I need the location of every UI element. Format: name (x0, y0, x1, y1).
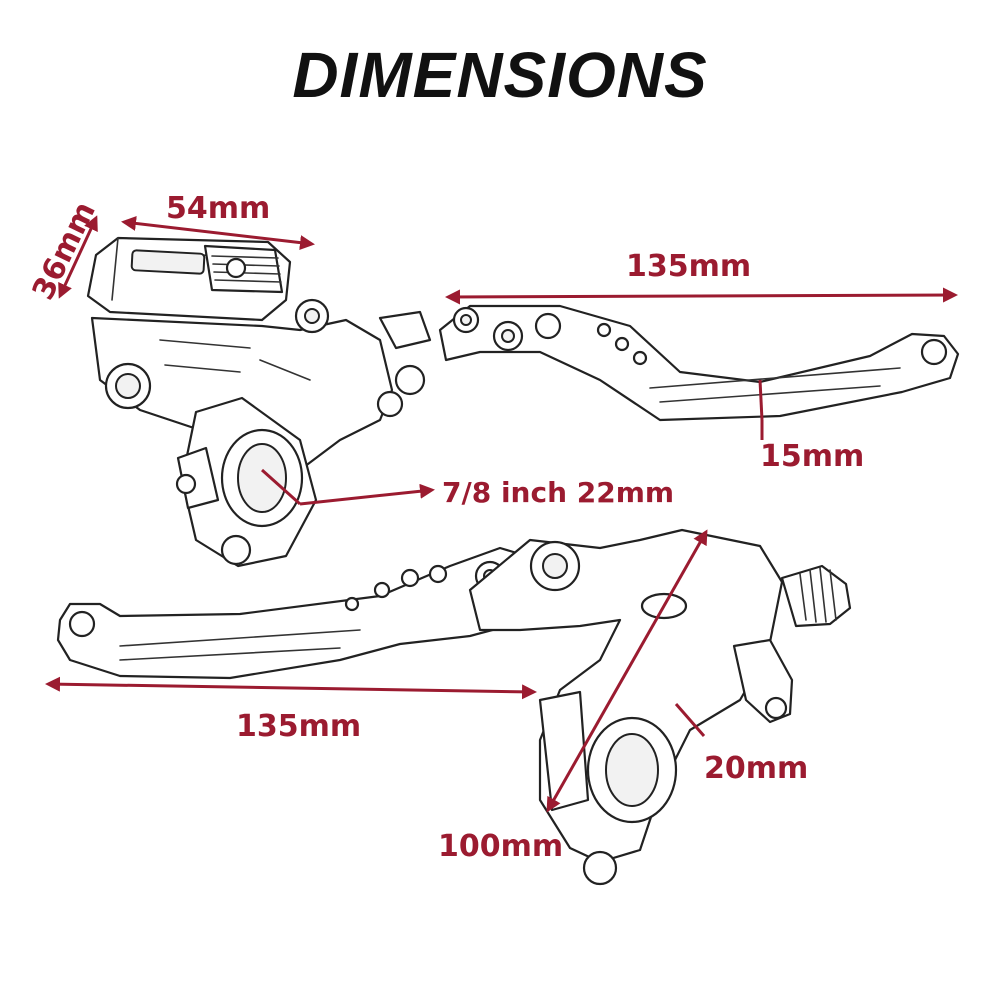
label-clutch-body-length: 100mm (438, 829, 563, 864)
label-reservoir-width: 54mm (166, 191, 270, 226)
label-top-lever-length: 135mm (626, 249, 751, 284)
dimension-lines (45, 215, 958, 813)
label-lever-width: 15mm (760, 439, 864, 474)
label-bottom-lever-length: 135mm (236, 709, 361, 744)
label-clamp-width: 20mm (704, 751, 808, 786)
brake-lever (438, 304, 960, 422)
clutch-lever (56, 546, 542, 680)
label-handlebar-diameter: 7/8 inch 22mm (442, 476, 674, 509)
brake-master-cylinder (86, 236, 432, 568)
page-title: DIMENSIONS (292, 39, 708, 111)
